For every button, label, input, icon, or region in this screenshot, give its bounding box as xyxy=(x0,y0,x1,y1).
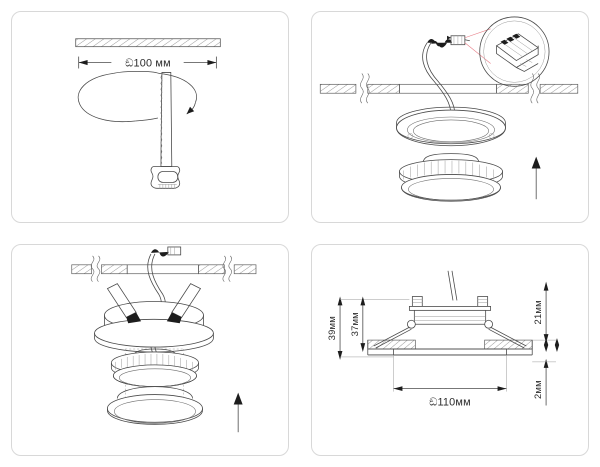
light-module xyxy=(107,348,203,425)
hole-diameter-label: ඞ100 мм xyxy=(125,57,171,69)
upper-height-dimension: 21мм xyxy=(532,281,556,344)
power-cable xyxy=(422,42,456,116)
heatsink-fins xyxy=(403,160,494,180)
terminal-block xyxy=(427,35,470,48)
cable xyxy=(447,270,458,301)
ceiling-section xyxy=(319,83,579,94)
upper-height-label: 21мм xyxy=(532,300,543,324)
body-height-label: 37мм xyxy=(349,312,360,336)
overall-height-dimension: 39мм xyxy=(326,296,410,360)
break-line-symbol-left xyxy=(90,255,101,282)
trim-ring xyxy=(396,106,506,147)
rotation-arrow xyxy=(186,102,196,115)
base-thickness-dimension: 2мм xyxy=(532,358,556,406)
terminal-block-magnified xyxy=(495,33,539,72)
magnifier-callout xyxy=(464,16,550,87)
spring-clips xyxy=(373,319,527,349)
panel-step-2 xyxy=(311,11,589,223)
heatsink-fins xyxy=(115,353,193,370)
ceiling-section xyxy=(71,264,257,275)
hand-saw xyxy=(150,72,181,189)
break-line-symbol-left xyxy=(360,73,370,104)
mounting-frame xyxy=(94,301,214,353)
hole-diameter-dimension: ඞ100 мм xyxy=(78,56,217,69)
saw-handle-grip xyxy=(157,184,177,189)
outer-diameter-label: ඞ110мм xyxy=(429,396,471,408)
break-line-symbol-right xyxy=(222,255,232,282)
spring-clip-arrow-left xyxy=(106,283,142,324)
outer-diameter-dimension: ඞ110мм xyxy=(393,354,507,408)
up-arrow-indicator xyxy=(531,156,541,200)
cross-section xyxy=(367,296,533,356)
panel-step-3 xyxy=(11,244,289,456)
cut-circle-ellipse xyxy=(77,70,197,122)
spring-clip-arrow-right xyxy=(166,283,202,324)
base-thickness-label: 2мм xyxy=(532,380,543,399)
overall-height-label: 39мм xyxy=(326,316,337,340)
panel-step-1: ඞ100 мм xyxy=(11,11,289,223)
light-module xyxy=(399,153,503,202)
body-height-dimension: 37мм xyxy=(349,296,366,352)
break-line-symbol-right xyxy=(530,73,540,104)
up-arrow-indicator xyxy=(233,392,243,433)
panel-step-4-dimensions: 39мм 37мм 21мм xyxy=(311,244,589,456)
terminal-block xyxy=(150,246,182,257)
ceiling-hatch xyxy=(75,38,221,48)
flange-thickness-dimension xyxy=(543,338,560,352)
